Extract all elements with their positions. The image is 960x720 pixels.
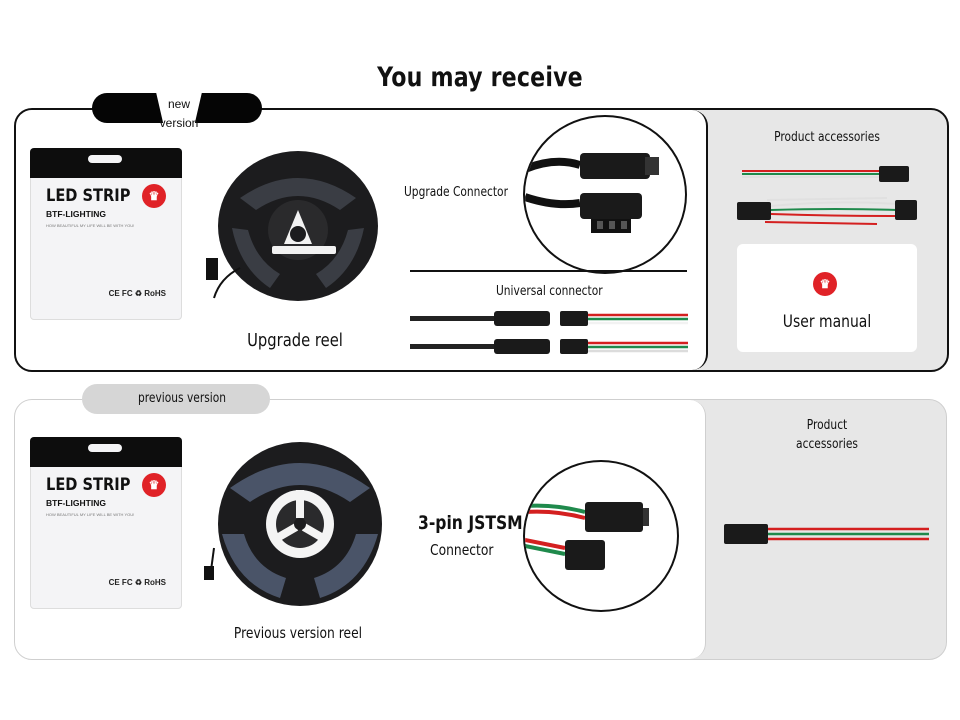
- package-tagline: HOW BEAUTIFUL MY LIFE WILL BE WITH YOU!: [46, 512, 135, 517]
- upgrade-connector-zoom: [523, 115, 687, 274]
- connector-image: [525, 153, 659, 233]
- jstsm-connector-label-2: Connector: [430, 541, 494, 559]
- package-title: LED STRIP: [46, 186, 131, 206]
- brand-logo-icon: ♛: [813, 272, 837, 296]
- wire-accessory-image: [724, 524, 929, 544]
- package-brand: BTF-LIGHTING: [46, 498, 106, 508]
- user-manual-card: ♛ User manual: [737, 244, 917, 352]
- universal-connector-image: [410, 311, 688, 354]
- brand-logo-icon: ♛: [142, 184, 166, 208]
- wire-accessory-image: [737, 166, 917, 225]
- upgrade-reel-caption: Upgrade reel: [247, 330, 343, 351]
- previous-reel-caption: Previous version reel: [233, 624, 363, 642]
- connector-image: [525, 502, 649, 570]
- led-reel-image: [204, 442, 382, 606]
- badge-notch: [156, 92, 202, 132]
- new-version-badge-label: new version: [156, 95, 202, 133]
- led-strip-package-new: LED STRIP ♛ BTF-LIGHTING HOW BEAUTIFUL M…: [30, 148, 182, 320]
- badge-line-1: new: [167, 97, 190, 111]
- jstsm-connector-label-1: 3-pin JSTSM: [418, 512, 523, 534]
- badge-line-2: version: [159, 116, 199, 130]
- page-title: You may receive: [377, 62, 583, 93]
- brand-logo-icon: ♛: [142, 473, 166, 497]
- led-strip-package-previous: LED STRIP ♛ BTF-LIGHTING HOW BEAUTIFUL M…: [30, 437, 182, 609]
- jstsm-connector-zoom: [523, 460, 679, 612]
- previous-version-badge-label: previous version: [137, 391, 226, 406]
- package-tagline: HOW BEAUTIFUL MY LIFE WILL BE WITH YOU!: [46, 223, 135, 228]
- accessories-title-prev-2: accessories: [796, 437, 858, 452]
- previous-version-badge: [82, 384, 270, 414]
- divider-line: [410, 270, 687, 272]
- package-certifications: CE FC ♻ RoHS: [108, 289, 166, 298]
- accessories-title-new: Product accessories: [774, 130, 880, 145]
- package-title: LED STRIP: [46, 475, 131, 495]
- user-manual-label: User manual: [782, 312, 872, 332]
- led-reel-image: [206, 151, 378, 301]
- package-brand: BTF-LIGHTING: [46, 209, 106, 219]
- universal-connector-label: Universal connector: [496, 284, 603, 299]
- package-certifications: CE FC ♻ RoHS: [108, 578, 166, 587]
- upgrade-connector-label: Upgrade Connector: [404, 185, 508, 200]
- accessories-title-prev-1: Product: [806, 418, 848, 433]
